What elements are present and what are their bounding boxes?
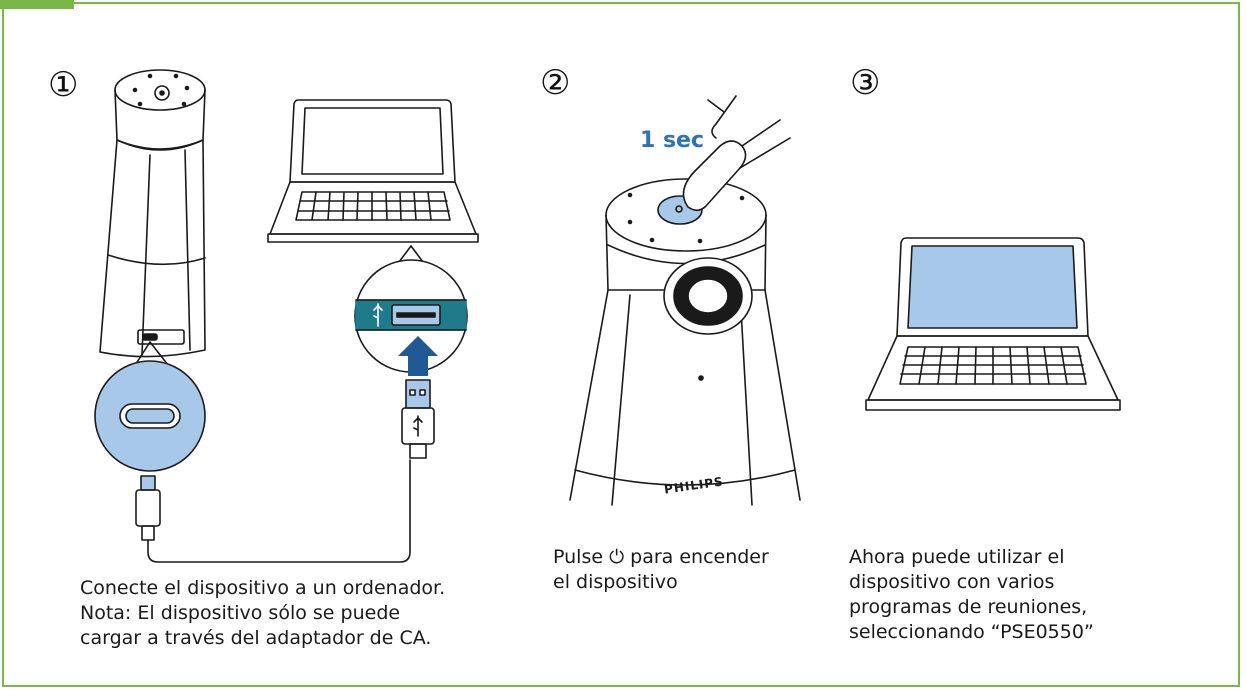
speaker-device-illustration [99, 69, 206, 358]
brand-logo-text: PHILIPS [663, 474, 724, 496]
caption-line: dispositivo con varios [849, 571, 1055, 593]
device-closeup-illustration [569, 178, 801, 506]
step-3-caption: Ahora puede utilizar el dispositivo con … [849, 545, 1094, 645]
laptop-usb-port-magnifier [354, 245, 468, 373]
laptop-step-1 [267, 99, 479, 243]
step-3-number: ③ [850, 63, 881, 103]
caption-line: Nota: El dispositivo sólo se puede [80, 602, 401, 624]
usb-c-port-magnifier [94, 341, 206, 472]
caption-line: programas de reuniones, [849, 596, 1088, 618]
caption-line: Ahora puede utilizar el [849, 546, 1065, 568]
pressing-finger [682, 95, 791, 212]
step-1-number: ① [48, 65, 79, 105]
caption-line: cargar a través del adaptador de CA. [80, 627, 432, 649]
insert-direction-arrow [398, 336, 438, 376]
step-2-caption: Pulse ⏻ para encender el dispositivo [553, 545, 769, 595]
caption-line: Conecte el dispositivo a un ordenador. [80, 577, 446, 599]
usb-a-cable-plug [401, 379, 435, 459]
usb-c-cable [135, 459, 411, 563]
laptop-step-3 [865, 237, 1121, 411]
caption-line: seleccionando “PSE0550” [849, 621, 1094, 643]
caption-line: el dispositivo [553, 571, 678, 593]
press-duration-label: 1 sec [640, 128, 705, 153]
caption-line: Pulse ⏻ para encender [553, 546, 769, 568]
step-1-caption: Conecte el dispositivo a un ordenador. N… [80, 576, 445, 651]
frame-corner-tab [0, 0, 74, 9]
step-2-number: ② [540, 63, 571, 103]
